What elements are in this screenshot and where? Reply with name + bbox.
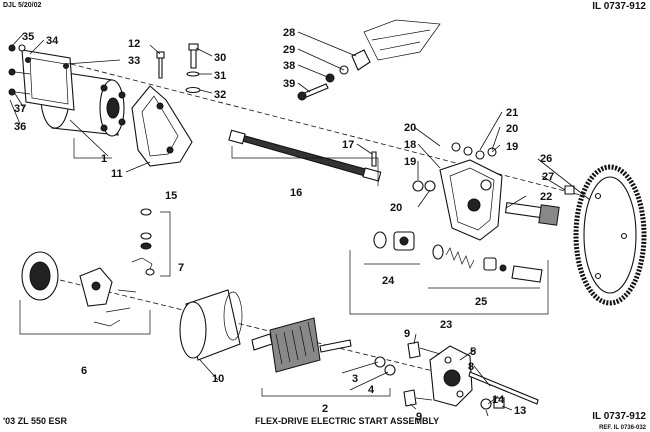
group-bracket-6 [19, 300, 151, 335]
callout-23: 23 [440, 319, 452, 331]
brush-components [131, 208, 155, 276]
callout-14: 14 [492, 394, 505, 406]
group-bracket-1 [73, 138, 112, 159]
callout-20-bottom: 20 [390, 202, 402, 214]
motor-housing [179, 289, 243, 361]
callout-5: 5 [470, 346, 476, 358]
date-code: DJL 5/20/02 [3, 2, 42, 9]
end-bracket [21, 49, 75, 111]
spring-assembly [432, 244, 543, 283]
cable-clamp [297, 19, 441, 101]
callout-30: 30 [214, 52, 226, 64]
small-fasteners-left [8, 44, 31, 96]
callout-19-right: 19 [506, 141, 518, 153]
bolt-12 [156, 51, 165, 79]
armature-washers [374, 356, 396, 376]
callout-32: 32 [214, 89, 226, 101]
callout-31: 31 [214, 70, 226, 82]
callout-11: 11 [111, 168, 123, 180]
callout-15: 15 [165, 190, 177, 202]
front-housing [429, 345, 473, 407]
through-bolt [468, 371, 539, 405]
callout-17: 17 [342, 139, 354, 151]
callout-18: 18 [404, 139, 416, 151]
drive-housing-bracket [412, 142, 503, 241]
callout-2: 2 [322, 403, 328, 415]
callout-6: 6 [81, 365, 87, 377]
callout-24: 24 [382, 275, 395, 287]
callout-38: 38 [283, 60, 295, 72]
callout-4: 4 [368, 384, 375, 396]
callout-25: 25 [475, 296, 487, 308]
group-bracket-7 [160, 211, 171, 277]
bolt-30-31-32 [185, 43, 201, 94]
end-cap-brush-plate [21, 251, 137, 327]
callout-19-left: 19 [404, 156, 416, 168]
armature [251, 317, 352, 373]
callout-22: 22 [540, 191, 552, 203]
assembly-title: FLEX-DRIVE ELECTRIC START ASSEMBLY [255, 416, 440, 426]
callout-39: 39 [283, 78, 295, 90]
callout-9-top: 9 [404, 328, 410, 340]
nut-washer [480, 397, 505, 410]
callout-35: 35 [22, 31, 34, 43]
model-label: '03 ZL 550 ESR [3, 416, 68, 426]
callout-28: 28 [283, 27, 295, 39]
callout-numbers: 35 34 33 37 36 1 11 12 30 31 32 28 29 38… [14, 27, 554, 423]
axis-line-upper [39, 55, 601, 201]
group-bracket-16 [231, 146, 379, 186]
callout-7: 7 [178, 262, 184, 274]
callout-8: 8 [468, 361, 474, 373]
mounting-bracket [131, 85, 193, 167]
flex-drive-cable [228, 129, 382, 182]
callout-20-top: 20 [404, 122, 416, 134]
illustration-code-top: IL 0737-912 [592, 1, 646, 12]
drive-shaft [504, 202, 560, 226]
pin-17 [371, 151, 377, 167]
pinion-assembly [373, 231, 415, 251]
callout-1: 1 [101, 153, 107, 165]
callout-3: 3 [352, 373, 358, 385]
callout-10: 10 [212, 373, 224, 385]
callout-34: 34 [46, 35, 59, 47]
screw-27 [564, 185, 575, 195]
callout-9-bottom: 9 [416, 411, 422, 423]
callout-33: 33 [128, 55, 140, 67]
callout-12: 12 [128, 38, 140, 50]
group-bracket-2 [261, 388, 391, 397]
callout-26: 26 [540, 153, 552, 165]
leader-lines [9, 31, 591, 417]
illustration-code-bottom: IL 0737-912 [592, 411, 646, 422]
reference-code: REF. IL 0736-032 [599, 425, 646, 431]
axis-line-lower [59, 279, 471, 381]
callout-36: 36 [14, 121, 26, 133]
housing-screws [403, 341, 441, 407]
callout-16: 16 [290, 187, 302, 199]
callout-27: 27 [542, 171, 554, 183]
callout-37: 37 [14, 103, 26, 115]
callout-21: 21 [506, 107, 518, 119]
group-bracket-23 [349, 250, 549, 315]
ring-gear [573, 164, 647, 306]
callout-29: 29 [283, 44, 295, 56]
callout-20-right: 20 [506, 123, 518, 135]
callout-13: 13 [514, 405, 526, 417]
